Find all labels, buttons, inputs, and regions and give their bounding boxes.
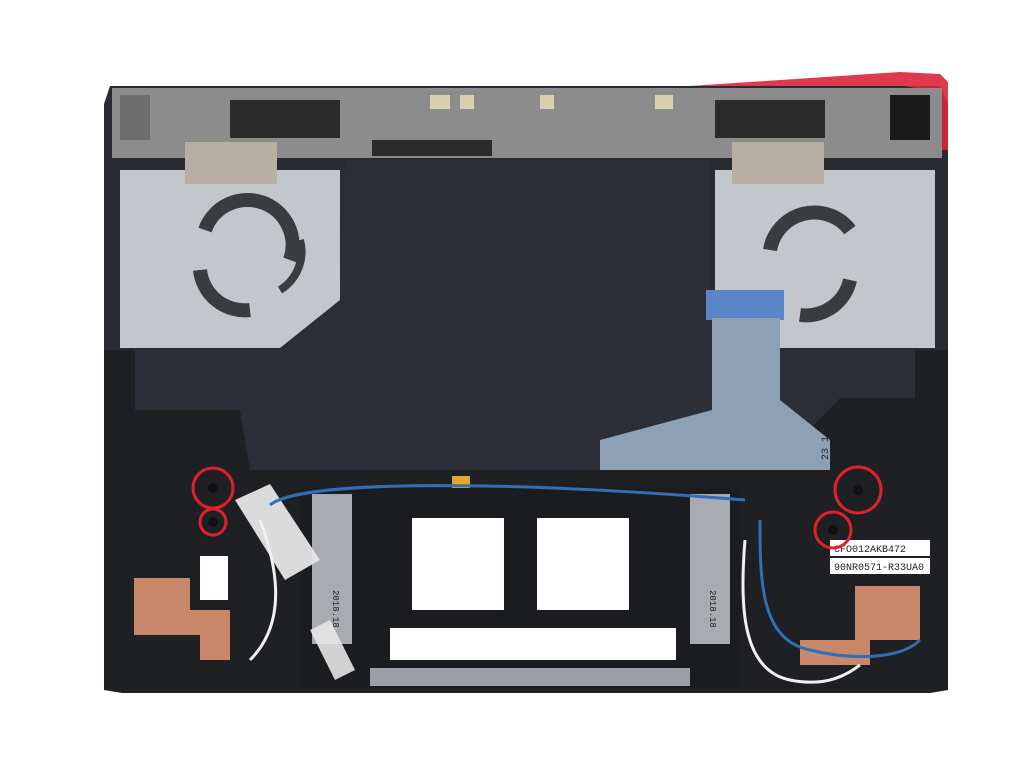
red-marker-4 [813, 510, 853, 550]
red-trim [690, 72, 948, 150]
cable-blue-left [269, 484, 746, 507]
red-markers [191, 465, 883, 550]
cable-white-right [741, 539, 861, 684]
cable-white-left [248, 519, 278, 662]
tape-bottom [310, 620, 355, 680]
touchpad-bracket-left: 2018.18 [312, 494, 352, 644]
sticker-right: CFO012AKB472 90NR0571-R33UA0 [830, 540, 930, 574]
tape-left [235, 484, 320, 580]
copper-antenna-right [800, 586, 920, 665]
touchpad-cutout [300, 488, 740, 688]
cable-blue-right [758, 519, 922, 658]
red-marker-3 [833, 465, 883, 515]
keyboard-ribbon-cable: 23 1 09 [600, 290, 832, 470]
touchpad-bracket-right: 2018.18 [690, 494, 730, 644]
copper-antenna-left [134, 578, 230, 660]
left-metal-plate [120, 142, 340, 348]
ribbon-text: 23 1 09 [821, 418, 832, 460]
bracket-left-text: 2018.18 [330, 590, 340, 628]
sticker-right-bottom-text: 90NR0571-R33UA0 [834, 563, 924, 574]
sticker-left [200, 556, 228, 600]
red-marker-2 [198, 507, 228, 537]
sticker-right-top-text: CFO012AKB472 [834, 545, 906, 556]
bracket-right-text: 2018.18 [707, 590, 717, 628]
